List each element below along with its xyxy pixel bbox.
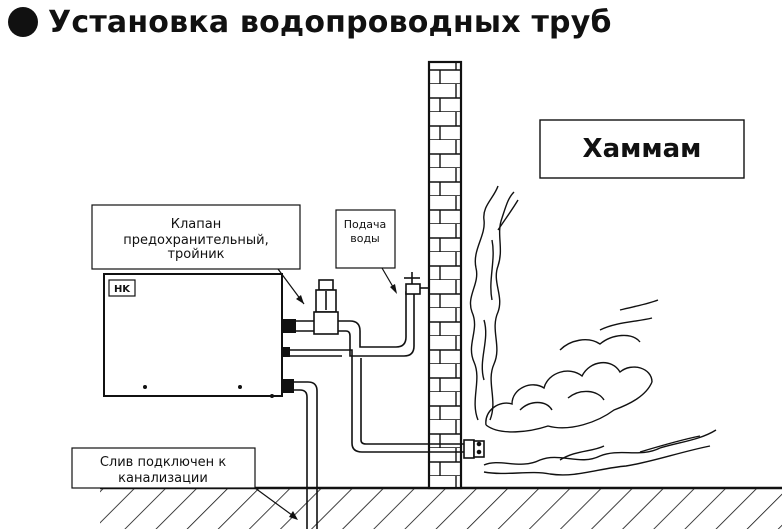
water-label-line2: воды xyxy=(350,232,380,245)
steam-clouds xyxy=(469,185,717,476)
valve-label-line2: предохранительный, xyxy=(123,233,268,248)
page-title: Установка водопроводных труб xyxy=(8,2,612,42)
pipes xyxy=(290,291,464,529)
water-faucet xyxy=(404,272,429,295)
hammam-label-box: Хаммам xyxy=(539,119,745,179)
hammam-label: Хаммам xyxy=(583,134,702,164)
arrow-icon xyxy=(390,284,397,294)
steam-generator: HK xyxy=(103,273,296,398)
arrow-icon xyxy=(289,511,298,520)
callout-valve: Клапан предохранительный, тройник xyxy=(91,204,305,305)
floor xyxy=(100,486,782,529)
bullet-icon xyxy=(8,7,38,37)
fitting-bottom xyxy=(282,379,294,393)
callout-water-supply: Подача воды xyxy=(335,209,397,294)
drain-label-line2: канализации xyxy=(118,471,208,486)
valve-label-line3: тройник xyxy=(167,247,224,262)
steam-outlet xyxy=(463,439,485,459)
page-title-text: Установка водопроводных труб xyxy=(48,4,612,40)
water-label-line1: Подача xyxy=(344,218,387,231)
fitting-middle xyxy=(282,347,290,357)
drain-label-line1: Слив подключен к xyxy=(100,455,226,470)
logo-text: HK xyxy=(114,284,131,295)
brick-wall xyxy=(427,60,463,490)
logo-icon xyxy=(108,279,136,297)
callout-drain: Слив подключен к канализации xyxy=(71,447,298,520)
valve-label-line1: Клапан xyxy=(171,217,221,232)
arrow-icon xyxy=(296,295,304,304)
fitting-top xyxy=(282,319,296,333)
safety-valve xyxy=(313,279,339,335)
